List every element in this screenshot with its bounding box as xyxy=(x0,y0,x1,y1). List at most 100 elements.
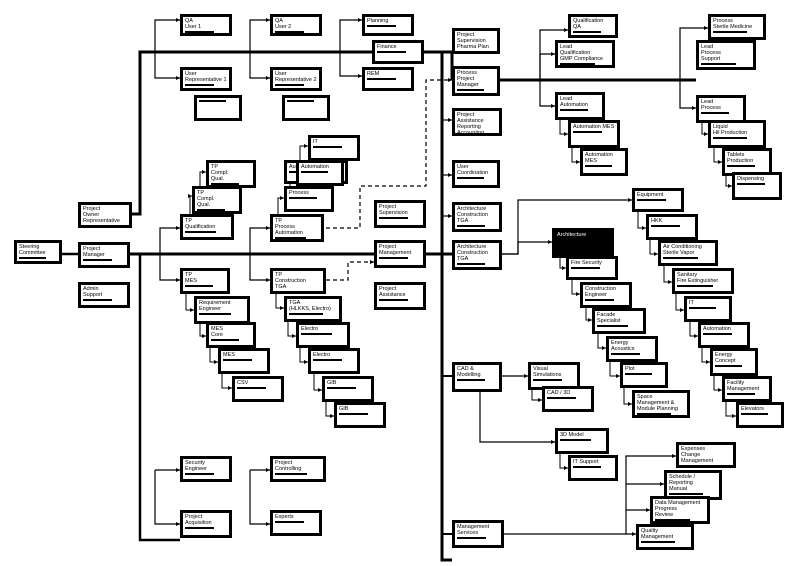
node-label: Process Project Manager xyxy=(457,70,479,88)
arrowhead xyxy=(668,280,672,284)
connector-line xyxy=(313,374,322,391)
node-label: Architecture Construction TGA xyxy=(457,244,488,262)
node-subtext-bar xyxy=(557,239,594,241)
connector-line xyxy=(597,334,606,349)
node-label: Experts xyxy=(275,514,294,520)
node-electro2: Electro xyxy=(308,348,360,374)
connector-line xyxy=(625,455,676,534)
node-subtext-bar xyxy=(533,379,563,381)
arrowhead xyxy=(266,278,270,282)
arrowhead xyxy=(176,522,180,526)
node-subtext-bar xyxy=(669,493,703,495)
node-label: Construction Engineer xyxy=(585,286,616,298)
connector-line xyxy=(713,148,722,163)
connector-line xyxy=(571,280,580,295)
node-label: Lead Automation xyxy=(560,96,588,108)
node-label: Project Manager xyxy=(83,246,105,258)
node-label: Quality Management xyxy=(641,528,674,540)
node-process: Process xyxy=(284,186,334,212)
node-it3: IT xyxy=(684,296,732,322)
arrowhead xyxy=(176,278,180,282)
node-cad3d: CAD / 3D xyxy=(542,386,594,412)
node-subtext-bar xyxy=(301,171,328,173)
arrowhead xyxy=(680,308,684,312)
connector-line xyxy=(559,454,568,469)
arrowhead xyxy=(576,160,580,164)
node-subtext-bar xyxy=(703,333,733,335)
connector-line xyxy=(609,362,620,377)
node-subtext-bar xyxy=(713,31,747,33)
node-label: Dispensing xyxy=(737,176,765,182)
node-subtext-bar xyxy=(199,100,226,102)
node-subtext-bar xyxy=(457,51,484,53)
node-auto-m-e-s1: Automation MES xyxy=(568,120,620,148)
node-tp-compl1: TP Compl. Qual. xyxy=(206,160,256,188)
node-subtext-bar xyxy=(287,100,314,102)
node-label: TP MES xyxy=(185,272,197,284)
node-label: Planning xyxy=(367,18,389,24)
node-label: User Representative 2 xyxy=(275,71,317,83)
arrowhead xyxy=(646,508,650,512)
arrowhead xyxy=(660,482,664,486)
node-vis-sim: Visual Simulations xyxy=(528,362,580,390)
node-space-mgmt: Space Management & Module Planning xyxy=(632,390,690,418)
node-qa2: QA User 2 xyxy=(270,14,322,36)
arrowhead xyxy=(551,52,555,56)
node-subtext-bar xyxy=(560,63,595,65)
connector-line xyxy=(531,390,542,401)
arrowhead xyxy=(266,468,270,472)
arrowhead xyxy=(330,414,334,418)
node-label: QA User 2 xyxy=(275,18,292,30)
arrowhead xyxy=(551,440,555,444)
connector-line xyxy=(209,348,218,363)
connector-line xyxy=(326,261,374,281)
node-label: User Coordination xyxy=(457,164,489,176)
node-subtext-bar xyxy=(457,263,485,265)
arrowhead xyxy=(728,184,732,188)
connector-line xyxy=(339,19,362,52)
arrowhead xyxy=(654,252,658,256)
node-label: Security Engineer xyxy=(185,460,208,472)
node-actga: Architecture Construction TGA xyxy=(452,202,502,232)
node-subtext-bar xyxy=(185,473,215,475)
node-subtext-bar xyxy=(663,257,698,259)
arrowhead xyxy=(188,194,192,198)
node-label: TGA (HLKKS, Electro) xyxy=(289,300,331,312)
connector-line xyxy=(154,52,180,79)
node-label: Qualification QA xyxy=(573,18,604,30)
node-auto-m-e-s2: Automation MES xyxy=(580,148,628,176)
node-owner: Project Owner Representative xyxy=(78,202,132,228)
arrowhead xyxy=(280,306,284,310)
arrowhead xyxy=(704,132,708,136)
arrowhead xyxy=(628,402,632,406)
node-label: Lead Process Support xyxy=(701,44,721,62)
node-acquisition: Project Acquisition xyxy=(180,510,232,538)
node-pad: Project Assistance Reporting Accounting xyxy=(452,108,502,136)
node-subtext-bar xyxy=(379,257,409,259)
node-energy-concept: Energy Concept xyxy=(710,348,758,376)
node-label: Steering Committee xyxy=(19,244,46,256)
node-subtext-bar xyxy=(185,527,215,529)
arrowhead xyxy=(564,132,568,136)
node-cad: CAD & Modelling xyxy=(452,362,502,392)
node-subtext-bar xyxy=(585,299,615,301)
connector-line xyxy=(663,266,672,283)
node-label: MES xyxy=(223,352,235,358)
node-subtext-bar xyxy=(741,413,768,415)
arrowhead xyxy=(448,173,452,177)
node-data-mgmt: Data Management Progress Review xyxy=(650,496,710,524)
node-label: Lead Qualification GMP Compliance xyxy=(560,44,603,62)
node-label: Sanitary Fire Extinguisher xyxy=(677,272,719,284)
node-label: TP Process Automation xyxy=(275,218,303,236)
node-facility: Facility Management xyxy=(722,376,772,402)
node-mes-core: MES Core xyxy=(206,322,256,348)
connector-line xyxy=(249,470,270,525)
node-label: Liquid Hil Production xyxy=(713,124,748,136)
arrowhead xyxy=(588,318,592,322)
arrowhead xyxy=(706,360,710,364)
node-subtext-bar xyxy=(185,285,213,287)
node-label: Elevators xyxy=(741,406,764,412)
node-subtext-bar xyxy=(655,519,690,521)
connector-line xyxy=(679,80,696,109)
node-label: TP Qualification xyxy=(185,218,216,230)
